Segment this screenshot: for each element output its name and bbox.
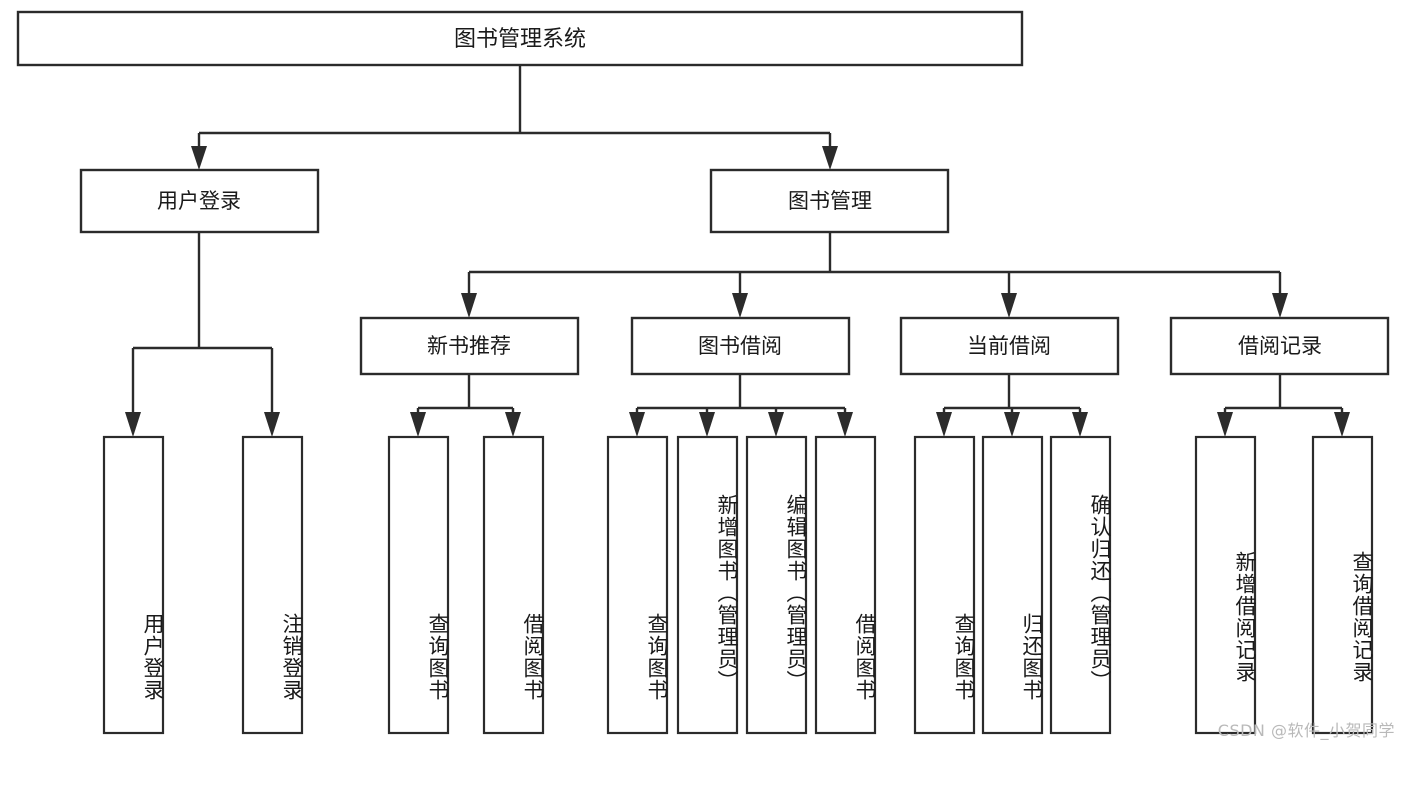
arrowhead-newbook — [461, 293, 477, 318]
hierarchy-diagram-svg: 图书管理系统 用户登录 图书管理 新书推荐 图书借阅 当前借阅 借阅记录 — [16, 10, 1390, 735]
node-label-user-login: 用户登录 — [157, 189, 241, 213]
leaf-box-borrow-record-2[interactable] — [1311, 435, 1374, 735]
leaf-box-current-borrow-3[interactable] — [1049, 435, 1112, 735]
node-layer: 图书管理系统 用户登录 图书管理 新书推荐 图书借阅 当前借阅 借阅记录 — [16, 10, 1390, 735]
leaf-box-new-book-2[interactable] — [482, 435, 545, 735]
arrowhead-leaf-bookborrow-3 — [768, 412, 784, 437]
leaf-box-new-book-1[interactable] — [387, 435, 450, 735]
arrowhead-bookborrow — [732, 293, 748, 318]
arrowhead-currentborrow — [1001, 293, 1017, 318]
node-label-book-manage: 图书管理 — [788, 189, 872, 213]
arrowhead-leaf-newbook-1 — [410, 412, 426, 437]
arrowhead-leaf-user-login-2 — [264, 412, 280, 437]
leaf-box-user-login-2[interactable] — [241, 435, 304, 735]
watermark-text: CSDN @软件_小贺同学 — [1217, 721, 1395, 740]
node-box-borrow-record[interactable] — [1169, 316, 1390, 376]
node-box-root[interactable] — [16, 10, 1024, 67]
leaf-box-current-borrow-2[interactable] — [981, 435, 1044, 735]
node-label-root: 图书管理系统 — [454, 27, 586, 52]
arrowhead-leaf-currentborrow-3 — [1072, 412, 1088, 437]
node-box-book-borrow[interactable] — [630, 316, 851, 376]
node-label-book-borrow: 图书借阅 — [698, 334, 782, 358]
node-label-current-borrow: 当前借阅 — [967, 334, 1051, 358]
leaf-box-borrow-record-1[interactable] — [1194, 435, 1257, 735]
node-box-new-book-recommend[interactable] — [359, 316, 580, 376]
arrowhead-book-manage — [822, 146, 838, 170]
arrowhead-leaf-currentborrow-2 — [1004, 412, 1020, 437]
leaf-box-book-borrow-4[interactable] — [814, 435, 877, 735]
node-label-new-book-recommend: 新书推荐 — [427, 334, 511, 358]
node-box-user-login[interactable] — [79, 168, 320, 234]
arrowhead-leaf-bookborrow-4 — [837, 412, 853, 437]
node-label-borrow-record: 借阅记录 — [1238, 334, 1322, 358]
leaf-box-user-login-1[interactable] — [102, 435, 165, 735]
arrowhead-leaf-borrowrecord-1 — [1217, 412, 1233, 437]
node-box-current-borrow[interactable] — [899, 316, 1120, 376]
arrowhead-leaf-borrowrecord-2 — [1334, 412, 1350, 437]
leaf-box-book-borrow-3[interactable] — [745, 435, 808, 735]
arrowhead-leaf-bookborrow-2 — [699, 412, 715, 437]
arrowhead-borrowrecord — [1272, 293, 1288, 318]
arrowhead-user-login — [191, 146, 207, 170]
arrowhead-leaf-bookborrow-1 — [629, 412, 645, 437]
diagram-canvas: 图书管理系统 用户登录 图书管理 新书推荐 图书借阅 当前借阅 借阅记录 — [16, 10, 1395, 740]
arrowhead-leaf-newbook-2 — [505, 412, 521, 437]
arrowhead-leaf-user-login-1 — [125, 412, 141, 437]
leaf-box-book-borrow-2[interactable] — [676, 435, 739, 735]
leaf-box-current-borrow-1[interactable] — [913, 435, 976, 735]
arrowhead-leaf-currentborrow-1 — [936, 412, 952, 437]
node-box-book-manage[interactable] — [709, 168, 950, 234]
leaf-box-book-borrow-1[interactable] — [606, 435, 669, 735]
edge-layer — [125, 65, 1350, 437]
